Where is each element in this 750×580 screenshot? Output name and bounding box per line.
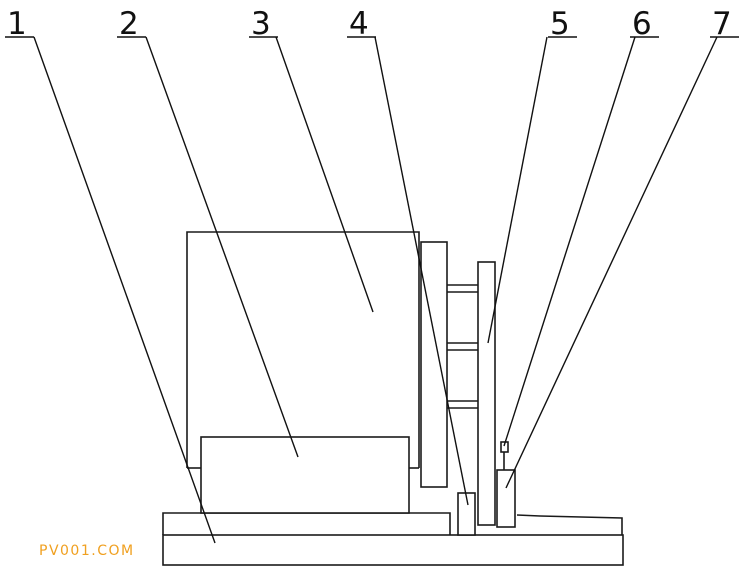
base-plate bbox=[162, 512, 624, 566]
small-block-right bbox=[496, 469, 516, 528]
small-block bbox=[457, 492, 476, 536]
leader-5 bbox=[487, 36, 548, 344]
callout-3: 3 bbox=[251, 6, 271, 42]
upper-housing bbox=[186, 231, 420, 468]
leader-6 bbox=[503, 36, 636, 447]
vertical-plate bbox=[477, 261, 496, 526]
callout-1: 1 bbox=[7, 6, 27, 42]
leader-1 bbox=[33, 36, 216, 544]
leader-2 bbox=[145, 36, 299, 458]
callout-6: 6 bbox=[632, 6, 652, 42]
callout-labels: 1 2 3 4 5 6 7 bbox=[5, 6, 739, 42]
callout-7: 7 bbox=[712, 6, 732, 42]
leader-7 bbox=[505, 36, 718, 489]
callout-2: 2 bbox=[119, 6, 139, 42]
leader-4 bbox=[374, 36, 469, 506]
callout-5: 5 bbox=[550, 6, 570, 42]
leader-3 bbox=[275, 36, 374, 313]
lower-block bbox=[187, 436, 419, 514]
leader-lines bbox=[33, 36, 718, 544]
callout-4: 4 bbox=[349, 6, 369, 42]
side-flange bbox=[420, 241, 448, 488]
pin bbox=[500, 441, 509, 470]
connector-rungs bbox=[447, 284, 478, 409]
watermark: PV001.COM bbox=[39, 543, 135, 559]
